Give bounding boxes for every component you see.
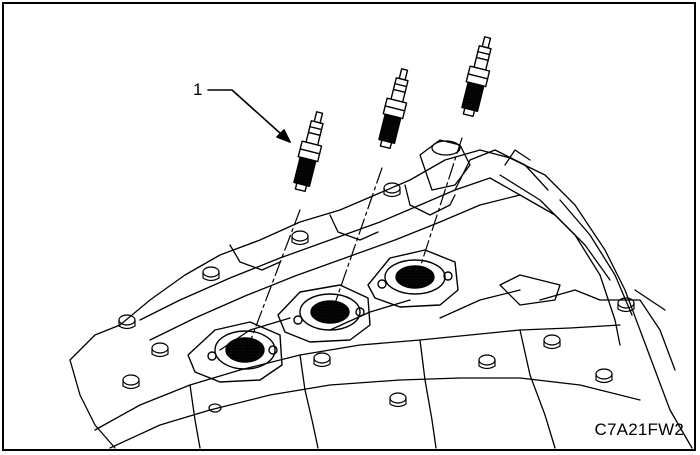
callout-label: 1 (193, 80, 203, 99)
bolt-icons (118, 182, 635, 413)
installation-axes (246, 137, 463, 351)
figure-frame (2, 2, 696, 451)
spark-plug-wells (187, 249, 459, 383)
spark-plug-icon (293, 36, 492, 193)
cylinder-head-icon (69, 139, 693, 449)
callout-leader (207, 89, 291, 143)
figure-code: C7A21FW2 (594, 420, 684, 439)
